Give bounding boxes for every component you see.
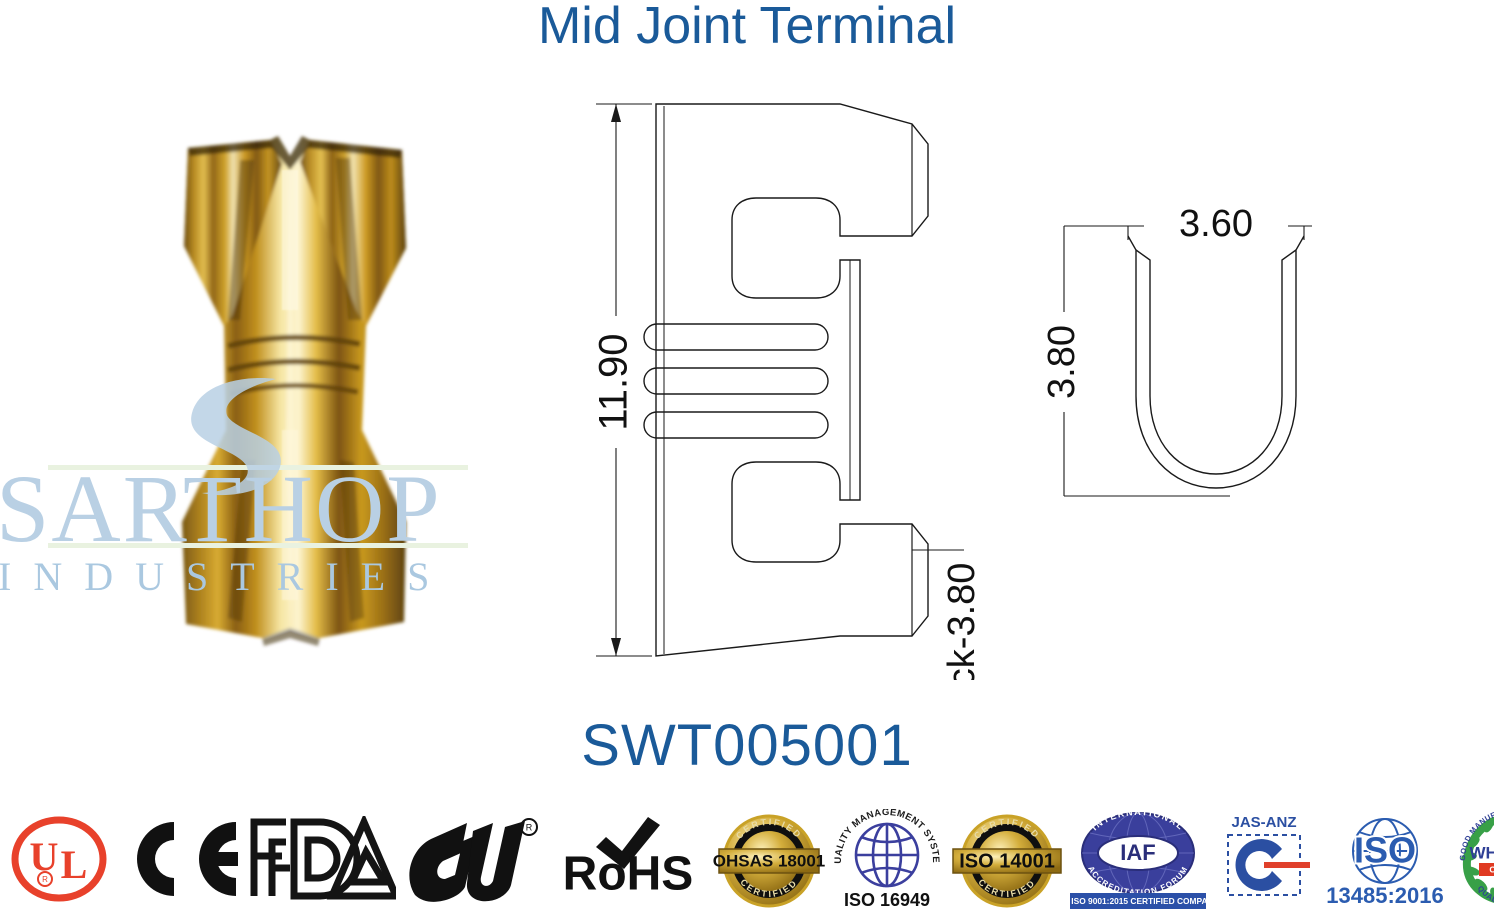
cert-badge-whogmp: WHO GMP CERTIFIED GOOD MANUFACTURING PRA… — [1450, 809, 1494, 909]
cert-badge-iso14001: ISO 14001 CERTIFIED CERTIFIED — [946, 809, 1068, 909]
page-title: Mid Joint Terminal — [537, 0, 957, 55]
cert-badge-ce — [118, 809, 246, 909]
product-photo-panel: SARTHOP INDUSTRIES — [0, 95, 520, 685]
dim-height-arrow-bottom — [611, 638, 621, 656]
cru-registered-mark: R — [526, 822, 533, 832]
rohs-check-icon — [596, 816, 660, 869]
dimension-width-label: 3.60 — [1179, 203, 1253, 245]
dimension-depth — [1063, 226, 1230, 497]
ul-registered-mark: R — [42, 875, 48, 884]
terminal-specular-lower — [282, 430, 298, 600]
iso16949-label: ISO 16949 — [844, 889, 930, 908]
iso14001-icon: ISO 14001 CERTIFIED CERTIFIED — [952, 814, 1062, 907]
terminal-rib-1 — [227, 334, 361, 349]
iaf-label: IAF — [1120, 839, 1155, 864]
iso13485-iso-label: ISO — [1354, 829, 1416, 870]
terminal-specular — [282, 170, 298, 310]
terminal-top-left-flare — [184, 140, 282, 326]
iaf-icon: IAF INTERNATIONAL ACCREDITATION FORUM AN… — [1070, 809, 1206, 909]
section-view-drawing: 3.60 3.80 — [1041, 203, 1312, 497]
product-code: SWT005001 — [581, 713, 913, 778]
front-view-slot-3 — [643, 411, 829, 439]
jasanz-c-mark — [1235, 838, 1282, 891]
cert-badge-iso13485: ISO 13485:2016 — [1320, 809, 1450, 909]
iaf-banner-text: AN ISO 9001:2015 CERTIFIED COMPANY — [1070, 896, 1206, 906]
section-inner-profile — [1135, 249, 1297, 475]
rohs-icon: RoHS — [563, 816, 694, 900]
front-view-drawing: 11.90 Tick-3.80 — [592, 103, 983, 680]
ohsas-label: OHSAS 18001 — [713, 851, 825, 870]
dimension-width — [1064, 225, 1312, 240]
cert-badge-cru: R — [396, 809, 546, 909]
ce-icon — [137, 821, 238, 896]
iso14001-label: ISO 14001 — [959, 850, 1055, 872]
terminal-shade-right — [336, 158, 362, 320]
jasanz-icon: JAS-ANZ — [1227, 813, 1310, 896]
fda-icon — [250, 815, 396, 899]
front-view-slot-1 — [643, 323, 829, 351]
ul-icon: U L R — [11, 816, 107, 901]
dim-height-arrow-top — [611, 104, 621, 122]
ul-letter-l: L — [61, 842, 88, 887]
front-view-outline — [655, 103, 929, 657]
cert-badge-ohsas18001: OHSAS 18001 CERTIFIED CERTIFIED — [710, 809, 828, 909]
terminal-top-edge — [188, 136, 402, 170]
front-view-slot-2 — [643, 367, 829, 395]
whogmp-icon: WHO GMP CERTIFIED GOOD MANUFACTURING PRA… — [1458, 809, 1494, 908]
section-outer-profile — [1127, 235, 1305, 489]
dimension-height-label: 11.90 — [592, 333, 636, 430]
svg-text:QUALITY PRODUCT: QUALITY PRODUCT — [1476, 883, 1494, 907]
ohsas18001-icon: OHSAS 18001 CERTIFIED CERTIFIED — [713, 814, 825, 907]
whogmp-label: WHO GMP — [1470, 843, 1494, 862]
whogmp-wreath-icon — [1461, 816, 1494, 903]
iso13485-number-label: 13485:2016 — [1326, 882, 1443, 907]
dimension-height — [596, 103, 652, 657]
ul-recognized-icon: R — [409, 817, 538, 902]
whogmp-banner — [1479, 862, 1494, 876]
iso16949-icon: QUALITY MANAGEMENT SYSTEM ISO 16949 — [831, 809, 941, 909]
dimension-depth-label: 3.80 — [1041, 325, 1083, 399]
cert-badge-ul: U L R — [0, 809, 118, 909]
terminal-bottom-notch — [262, 628, 320, 646]
terminal-rib-2 — [227, 358, 361, 373]
rohs-label: RoHS — [563, 847, 694, 900]
whogmp-banner-text: CERTIFIED — [1489, 864, 1494, 874]
terminal-shade-left — [228, 160, 254, 320]
jasanz-accent-bar — [1264, 861, 1310, 868]
product-photo — [182, 136, 406, 646]
iso13485-icon: ISO 13485:2016 — [1326, 817, 1444, 907]
cert-badge-jasanz: JAS-ANZ — [1208, 809, 1320, 909]
certification-strip: U L R — [0, 806, 1494, 911]
dimension-thickness-label: Tick-3.80 — [941, 563, 983, 680]
cert-badge-rohs: RoHS — [546, 809, 710, 909]
terminal-shade-lower-left — [228, 460, 256, 622]
jasanz-label: JAS-ANZ — [1231, 813, 1296, 830]
terminal-shade-lower-right — [340, 460, 364, 622]
cert-badge-iaf: IAF INTERNATIONAL ACCREDITATION FORUM AN… — [1068, 809, 1208, 909]
cert-badge-fda — [246, 809, 396, 909]
cert-badge-iso16949: QUALITY MANAGEMENT SYSTEM ISO 16949 — [828, 809, 946, 909]
whogmp-arc-bottom-text: QUALITY PRODUCT — [1476, 883, 1494, 907]
